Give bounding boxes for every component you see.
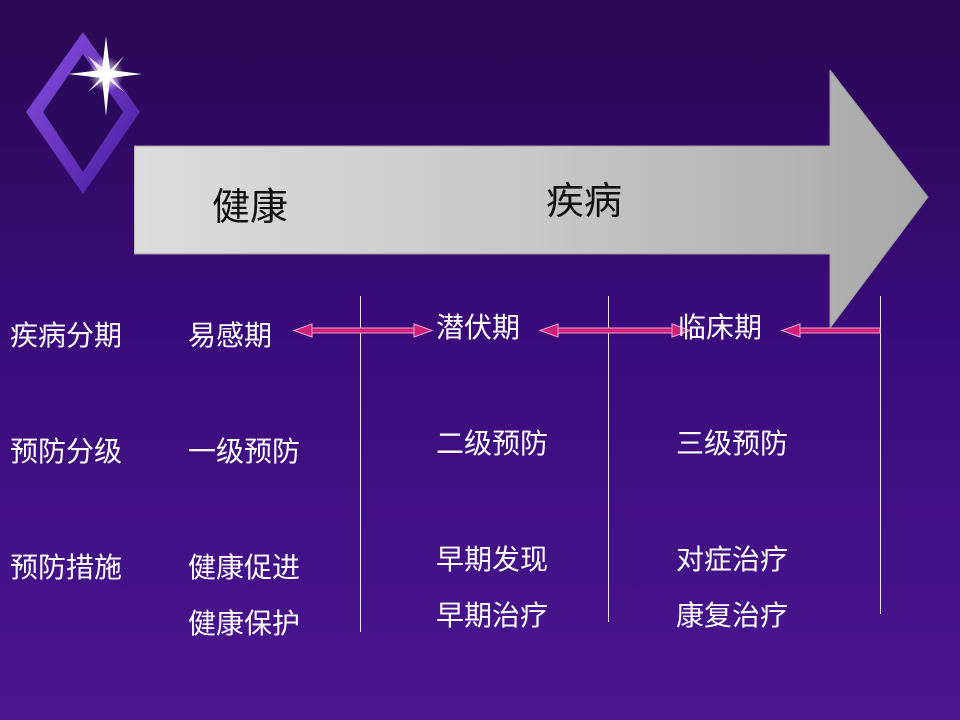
row-header-prevention-level: 预防分级 (10, 435, 123, 468)
divider-line (880, 296, 881, 614)
measure-early-treatment: 早期治疗 (436, 599, 549, 632)
connector-arrow (780, 323, 881, 338)
diamond-icon (26, 32, 140, 194)
health-disease-arrow (134, 70, 929, 330)
prevention-secondary: 二级预防 (436, 427, 549, 460)
stage-susceptible: 易感期 (188, 319, 273, 352)
divider-line (608, 296, 609, 622)
prevention-primary: 一级预防 (188, 435, 301, 468)
row-header-prevention-measures: 预防措施 (10, 551, 123, 584)
arrow-label-health: 健康 (212, 185, 289, 229)
stage-clinical: 临床期 (678, 311, 763, 344)
connector-arrow (292, 323, 434, 338)
measure-early-detection: 早期发现 (436, 543, 549, 576)
measure-rehabilitation: 康复治疗 (676, 599, 789, 632)
connector-arrow (538, 323, 692, 338)
divider-line (360, 296, 361, 632)
arrow-label-disease: 疾病 (546, 179, 623, 223)
measure-health-promotion: 健康促进 (188, 551, 301, 584)
measure-health-protection: 健康保护 (188, 607, 301, 640)
diamond-star-logo (26, 32, 142, 194)
prevention-tertiary: 三级预防 (676, 427, 789, 460)
row-header-disease-stage: 疾病分期 (10, 319, 123, 352)
measure-symptomatic-treatment: 对症治疗 (676, 543, 789, 576)
stage-latent: 潜伏期 (436, 311, 521, 344)
stage-connectors (292, 323, 881, 338)
star-burst-icon (68, 36, 142, 116)
